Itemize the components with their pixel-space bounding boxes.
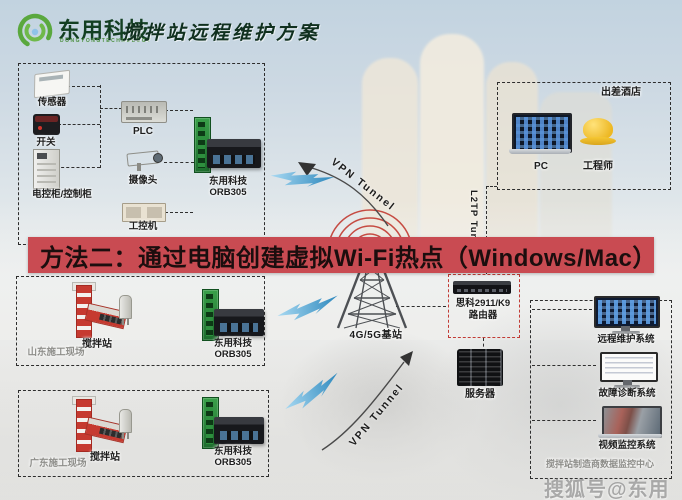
sensor-icon — [33, 69, 71, 99]
connector-line — [486, 186, 497, 187]
video-surveillance-label: 视频监控系统 — [598, 440, 656, 451]
industrial-pc-icon — [122, 203, 166, 222]
plc-icon — [121, 101, 167, 123]
connector-line — [100, 85, 101, 168]
connector-line — [100, 108, 122, 109]
page-title: 搅拌站远程维护方案 — [122, 23, 321, 44]
router2-model-label: ORB305 — [214, 349, 252, 360]
fault-diagnosis-label: 故障诊断系统 — [598, 388, 656, 399]
camera-label: 摄像头 — [128, 175, 158, 186]
method-banner-text: 方法二：通过电脑创建虚拟Wi-Fi热点（Windows/Mac） — [40, 244, 657, 272]
switch-icon — [33, 114, 60, 135]
lightning-icon — [270, 171, 335, 187]
server-icon — [457, 349, 503, 386]
video-surveillance-laptop-base — [598, 434, 662, 438]
router1-brand-label: 东用科技 — [208, 176, 247, 187]
shandong-site-label: 山东施工现场 — [27, 347, 85, 358]
router1-model-label: ORB305 — [209, 187, 247, 198]
datacenter-title: 搅拌站制造商数据监控中心 — [545, 459, 654, 469]
orb305-router-icon — [214, 309, 264, 336]
engineer-helmet-icon — [580, 118, 616, 146]
dashed-box-hotel — [497, 82, 671, 190]
base-station-label: 4G/5G基站 — [349, 330, 403, 341]
orb305-router-icon — [207, 139, 261, 168]
connector-line — [532, 365, 596, 366]
router3-model-label: ORB305 — [214, 457, 252, 468]
server-label: 服务器 — [465, 389, 495, 400]
cabinet-label: 电控柜/控制柜 — [32, 189, 92, 200]
connector-line — [165, 212, 193, 213]
fault-diagnosis-monitor-icon — [600, 352, 658, 382]
connector-line — [62, 86, 100, 87]
switch-label: 开关 — [36, 137, 56, 148]
hotel-label: 出差酒店 — [601, 87, 641, 98]
connector-line — [58, 124, 100, 125]
connector-line — [56, 167, 100, 168]
mixing-station-silo — [119, 295, 132, 325]
sensor-label: 传感器 — [37, 97, 67, 108]
guangdong-site-label: 广东施工现场 — [29, 458, 87, 469]
camera-lens — [153, 153, 163, 163]
engineer-label: 工程师 — [583, 161, 613, 172]
lightning-icon — [285, 372, 338, 409]
method-banner: 方法二：通过电脑创建虚拟Wi-Fi热点（Windows/Mac） — [28, 237, 657, 273]
connector-line — [164, 162, 194, 163]
plc-label: PLC — [133, 126, 153, 137]
mixing-station-silo — [119, 409, 132, 439]
connector-line — [483, 338, 484, 358]
cisco-label-line1: 思科2911/K9 — [455, 298, 511, 309]
cisco-label-line2: 路由器 — [468, 310, 498, 321]
cisco-router-icon — [453, 281, 511, 294]
orb305-router-icon — [214, 417, 264, 444]
cabinet-icon — [33, 149, 60, 189]
mixing-station-icon — [70, 282, 134, 340]
camera-mount — [137, 163, 141, 171]
shandong-station-label: 搅拌站 — [82, 339, 112, 350]
camera-icon — [123, 149, 163, 173]
pc-laptop-base — [509, 149, 571, 154]
pc-laptop-icon — [512, 113, 572, 153]
router2-brand-label: 东用科技 — [213, 338, 252, 349]
arrowhead — [298, 162, 316, 176]
connector-line — [532, 309, 592, 310]
connector-line — [165, 110, 193, 111]
arrowhead — [400, 351, 413, 366]
mixing-station-icon — [70, 396, 134, 454]
brand-subtitle: DONGYONGTECHNOLOGY — [60, 38, 153, 44]
connector-line — [532, 420, 596, 421]
remote-maintenance-monitor-icon — [594, 296, 660, 328]
watermark: 搜狐号@东用科技 — [544, 479, 670, 500]
brand-logo-icon — [17, 13, 53, 49]
industrial-pc-label: 工控机 — [128, 221, 158, 232]
brand-name: 东用科技 — [58, 18, 151, 43]
pc-label: PC — [534, 161, 548, 172]
remote-maintenance-label: 远程维护系统 — [597, 334, 655, 345]
vpn-tunnel-bottom-label: VPN Tunnel — [347, 381, 407, 449]
